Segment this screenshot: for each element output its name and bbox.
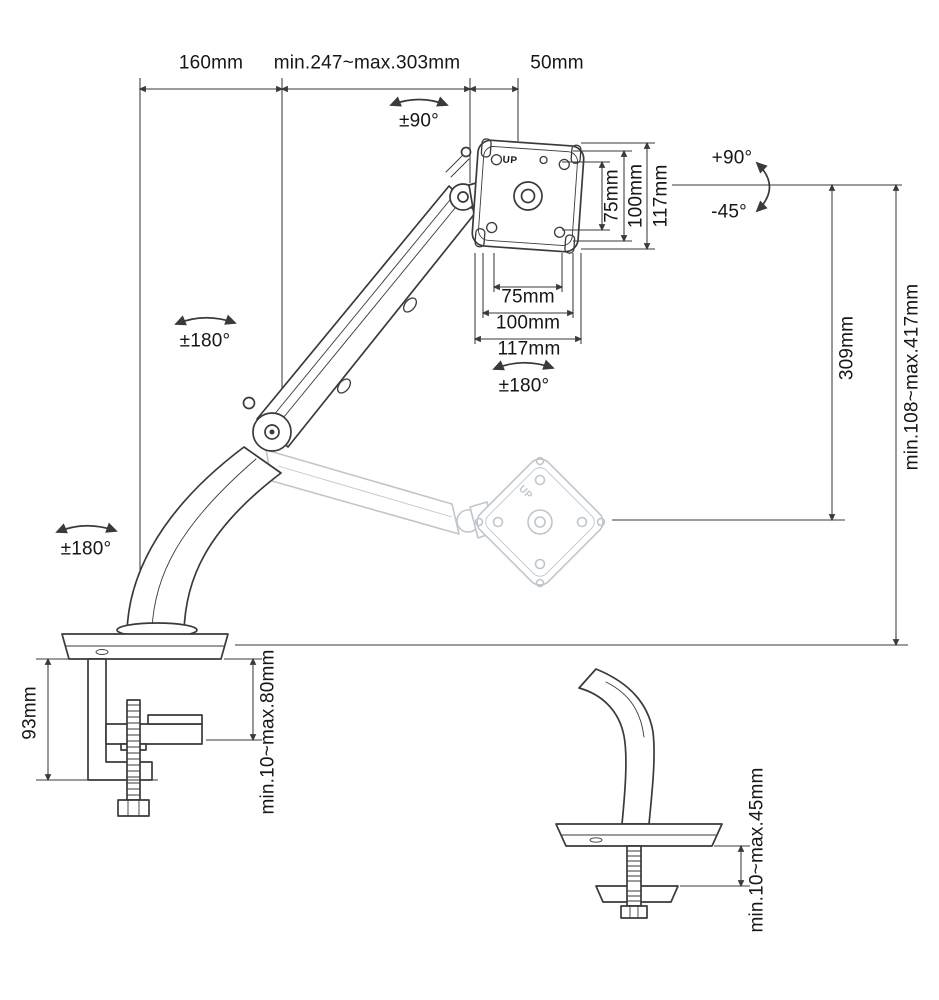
dim-label-clamp-height: 93mm bbox=[19, 686, 41, 740]
riser bbox=[126, 446, 282, 634]
vesa-label-75-vertical: 75mm bbox=[601, 169, 623, 223]
rotation-label-forearm: ±180° bbox=[498, 375, 550, 397]
clamp-bracket bbox=[87, 658, 153, 781]
tilt-arrow bbox=[755, 161, 771, 213]
up-marking: UP bbox=[502, 154, 518, 167]
dim-label-head-depth: 50mm bbox=[530, 52, 584, 74]
clamp-jaw bbox=[105, 723, 203, 745]
rotation-arrow-elbow bbox=[174, 314, 237, 326]
dimension-lines bbox=[36, 85, 908, 888]
dim-label-grommet-range: min.10~max.45mm bbox=[746, 767, 768, 933]
dim-label-base-offset: 160mm bbox=[178, 52, 244, 74]
dim-label-arm-extension: min.247~max.303mm bbox=[273, 52, 461, 74]
vesa-label-75-horizontal: 75mm bbox=[501, 286, 555, 308]
grommet-arm bbox=[578, 668, 655, 825]
monitor-arm-drawing bbox=[61, 138, 723, 919]
dim-label-height-range: min.108~max.417mm bbox=[901, 283, 923, 471]
dim-label-clamp-range: min.10~max.80mm bbox=[257, 649, 279, 815]
rotation-arrows bbox=[55, 96, 771, 534]
vesa-label-100-vertical: 100mm bbox=[625, 163, 647, 229]
clamp-screw-knob bbox=[117, 799, 150, 817]
rotation-arrow-forearm bbox=[492, 359, 555, 371]
vesa-plate bbox=[471, 138, 585, 254]
ghost-arm-lowered-position bbox=[265, 449, 606, 588]
dim-label-height-309: 309mm bbox=[836, 315, 858, 381]
clamp-screw bbox=[126, 699, 141, 801]
tilt-label-down: -45° bbox=[711, 201, 747, 223]
cable-clip bbox=[402, 297, 418, 313]
vesa-label-117-vertical: 117mm bbox=[650, 164, 672, 228]
desk-base-plate bbox=[61, 633, 229, 660]
rotation-arrow-base bbox=[55, 522, 118, 534]
vesa-label-100-horizontal: 100mm bbox=[495, 312, 561, 334]
rotation-label-vesa: ±90° bbox=[399, 110, 439, 132]
cable-clip bbox=[336, 378, 352, 394]
rotation-arrow-vesa bbox=[389, 96, 449, 107]
vesa-label-117-horizontal: 117mm bbox=[497, 338, 561, 360]
rotation-label-base: ±180° bbox=[60, 538, 112, 560]
tilt-label-up: +90° bbox=[711, 147, 753, 169]
rotation-label-elbow: ±180° bbox=[179, 330, 231, 352]
